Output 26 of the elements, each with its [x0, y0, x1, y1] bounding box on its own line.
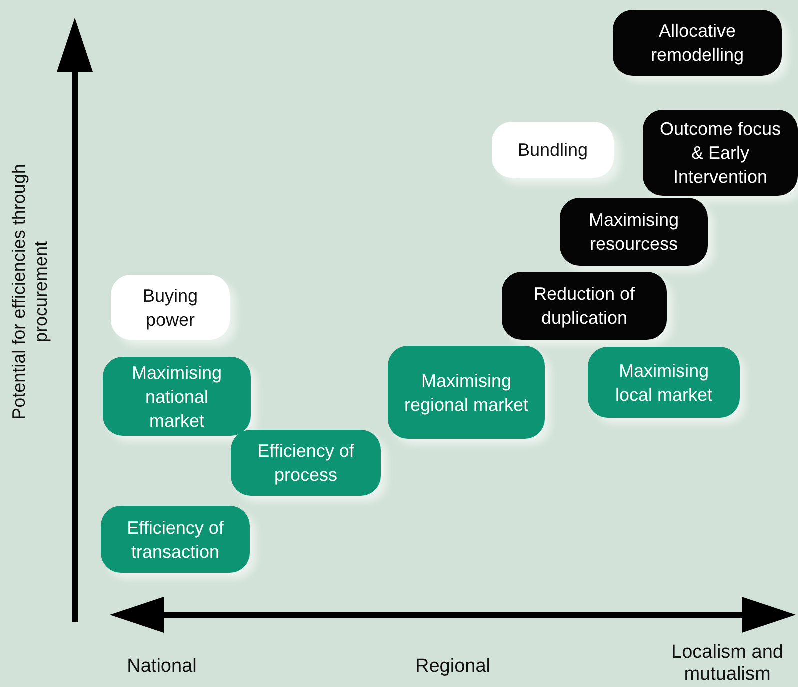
axis-label: Localism and mutualism	[670, 642, 784, 686]
box-label: Efficiency of transaction	[126, 516, 225, 564]
box-label: Maximising local market	[614, 360, 714, 406]
box-label: Allocative remodelling	[650, 20, 746, 67]
rounded-box	[588, 347, 740, 418]
box-label: Reduction of duplication	[532, 283, 636, 330]
rounded-box	[613, 10, 782, 76]
box-label: Maximising regional market	[403, 370, 530, 416]
rounded-box	[111, 275, 230, 340]
rounded-box	[231, 430, 381, 496]
box-label: Efficiency of process	[256, 440, 356, 487]
rounded-box	[103, 357, 251, 436]
box-label: Buying power	[142, 284, 200, 332]
axis-label: Regional	[414, 656, 492, 678]
rounded-box	[502, 272, 667, 340]
axis-title: Potential for efficiencies through procurement	[8, 163, 52, 422]
box-label: Maximising resourcess	[588, 209, 680, 256]
box-label: Maximising national market	[130, 362, 224, 432]
rounded-box	[560, 198, 708, 266]
rounded-box	[643, 110, 798, 196]
rounded-box	[101, 506, 250, 573]
box-label: Outcome focus & Early Intervention	[658, 118, 782, 189]
axis-label: National	[126, 656, 198, 678]
rounded-box	[492, 122, 614, 178]
box-label: Bundling	[518, 139, 588, 162]
rounded-box	[388, 346, 545, 439]
